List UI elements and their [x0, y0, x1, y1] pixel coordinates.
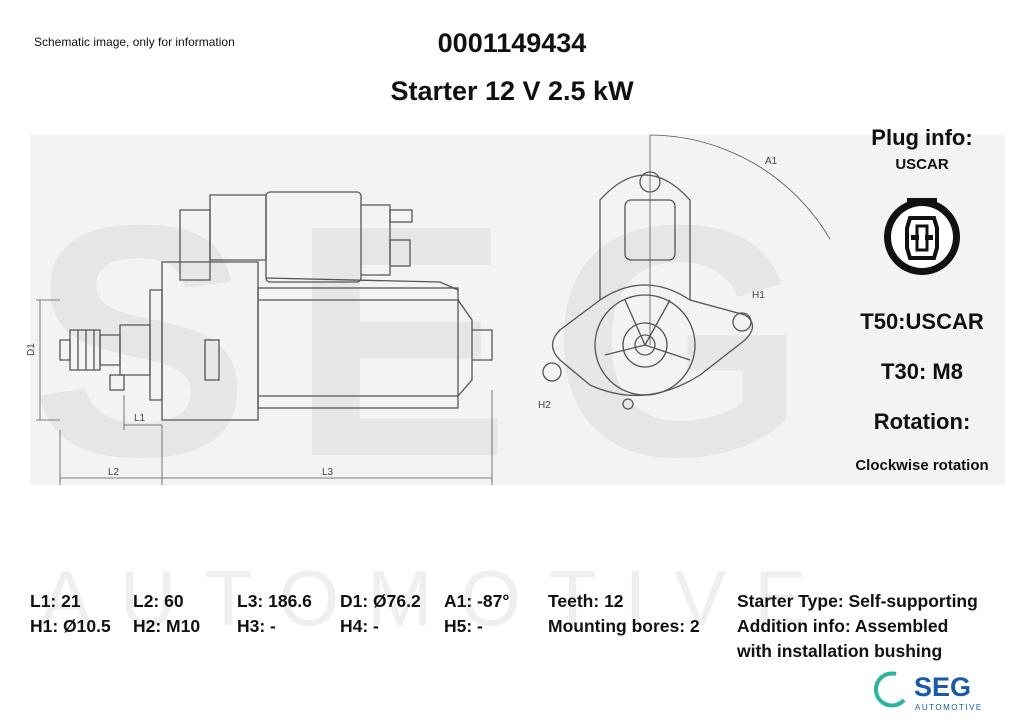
label-l3: L3 [322, 467, 334, 478]
spec-addition-info: Addition info: Assembled [737, 616, 949, 636]
page-title: Starter 12 V 2.5 kW [390, 76, 634, 106]
dimension-lines [36, 299, 493, 485]
part-number: 0001149434 [437, 28, 587, 58]
plug-type: USCAR [895, 156, 949, 173]
t50-terminal: T50:USCAR [860, 309, 984, 334]
spec-teeth: Teeth: 12 [548, 591, 624, 611]
rotation-heading: Rotation: [873, 409, 971, 434]
label-d1: D1 [26, 343, 37, 356]
label-h1: H1 [752, 290, 765, 301]
spec-mounting-bores: Mounting bores: 2 [548, 616, 700, 636]
spec-starter-type: Starter Type: Self-supporting [737, 591, 978, 611]
spec-l3: L3: 186.6 [237, 591, 312, 611]
logo-subtitle: AUTOMOTIVE [915, 703, 983, 712]
svg-text:SEG: SEG [30, 156, 847, 525]
spec-d1: D1: Ø76.2 [340, 591, 421, 611]
label-a1: A1 [765, 156, 778, 167]
label-l2: L2 [108, 467, 120, 478]
spec-h1: H1: Ø10.5 [30, 616, 111, 636]
spec-h4: H4: - [340, 616, 379, 636]
label-h2: H2 [538, 400, 551, 411]
schematic-note: Schematic image, only for information [34, 35, 235, 49]
side-view [59, 191, 493, 421]
spec-l1: L1: 21 [30, 591, 81, 611]
logo-brand: SEG [914, 672, 971, 702]
seg-logo-icon [874, 671, 906, 708]
starter-drawing: D1 L1 L2 L3 A1 H1 H2 [26, 134, 830, 485]
plug-info-heading: Plug info: [871, 125, 973, 150]
spec-h2: H2: M10 [133, 616, 201, 636]
angle-arc [649, 134, 830, 345]
spec-h5: H5: - [444, 616, 483, 636]
end-view [542, 171, 754, 410]
uscar-plug-icon [884, 198, 960, 275]
t30-terminal: T30: M8 [881, 359, 963, 384]
label-l1: L1 [134, 413, 146, 424]
seg-logo: SEG AUTOMOTIVE [874, 671, 983, 712]
rotation-value: Clockwise rotation [855, 457, 989, 474]
spec-addition-info-cont: with installation bushing [737, 641, 943, 661]
svg-text:AUTOMOTIVE: AUTOMOTIVE [40, 554, 834, 642]
spec-a1: A1: -87° [444, 591, 510, 611]
spec-h3: H3: - [237, 616, 276, 636]
spec-l2: L2: 60 [133, 591, 184, 611]
